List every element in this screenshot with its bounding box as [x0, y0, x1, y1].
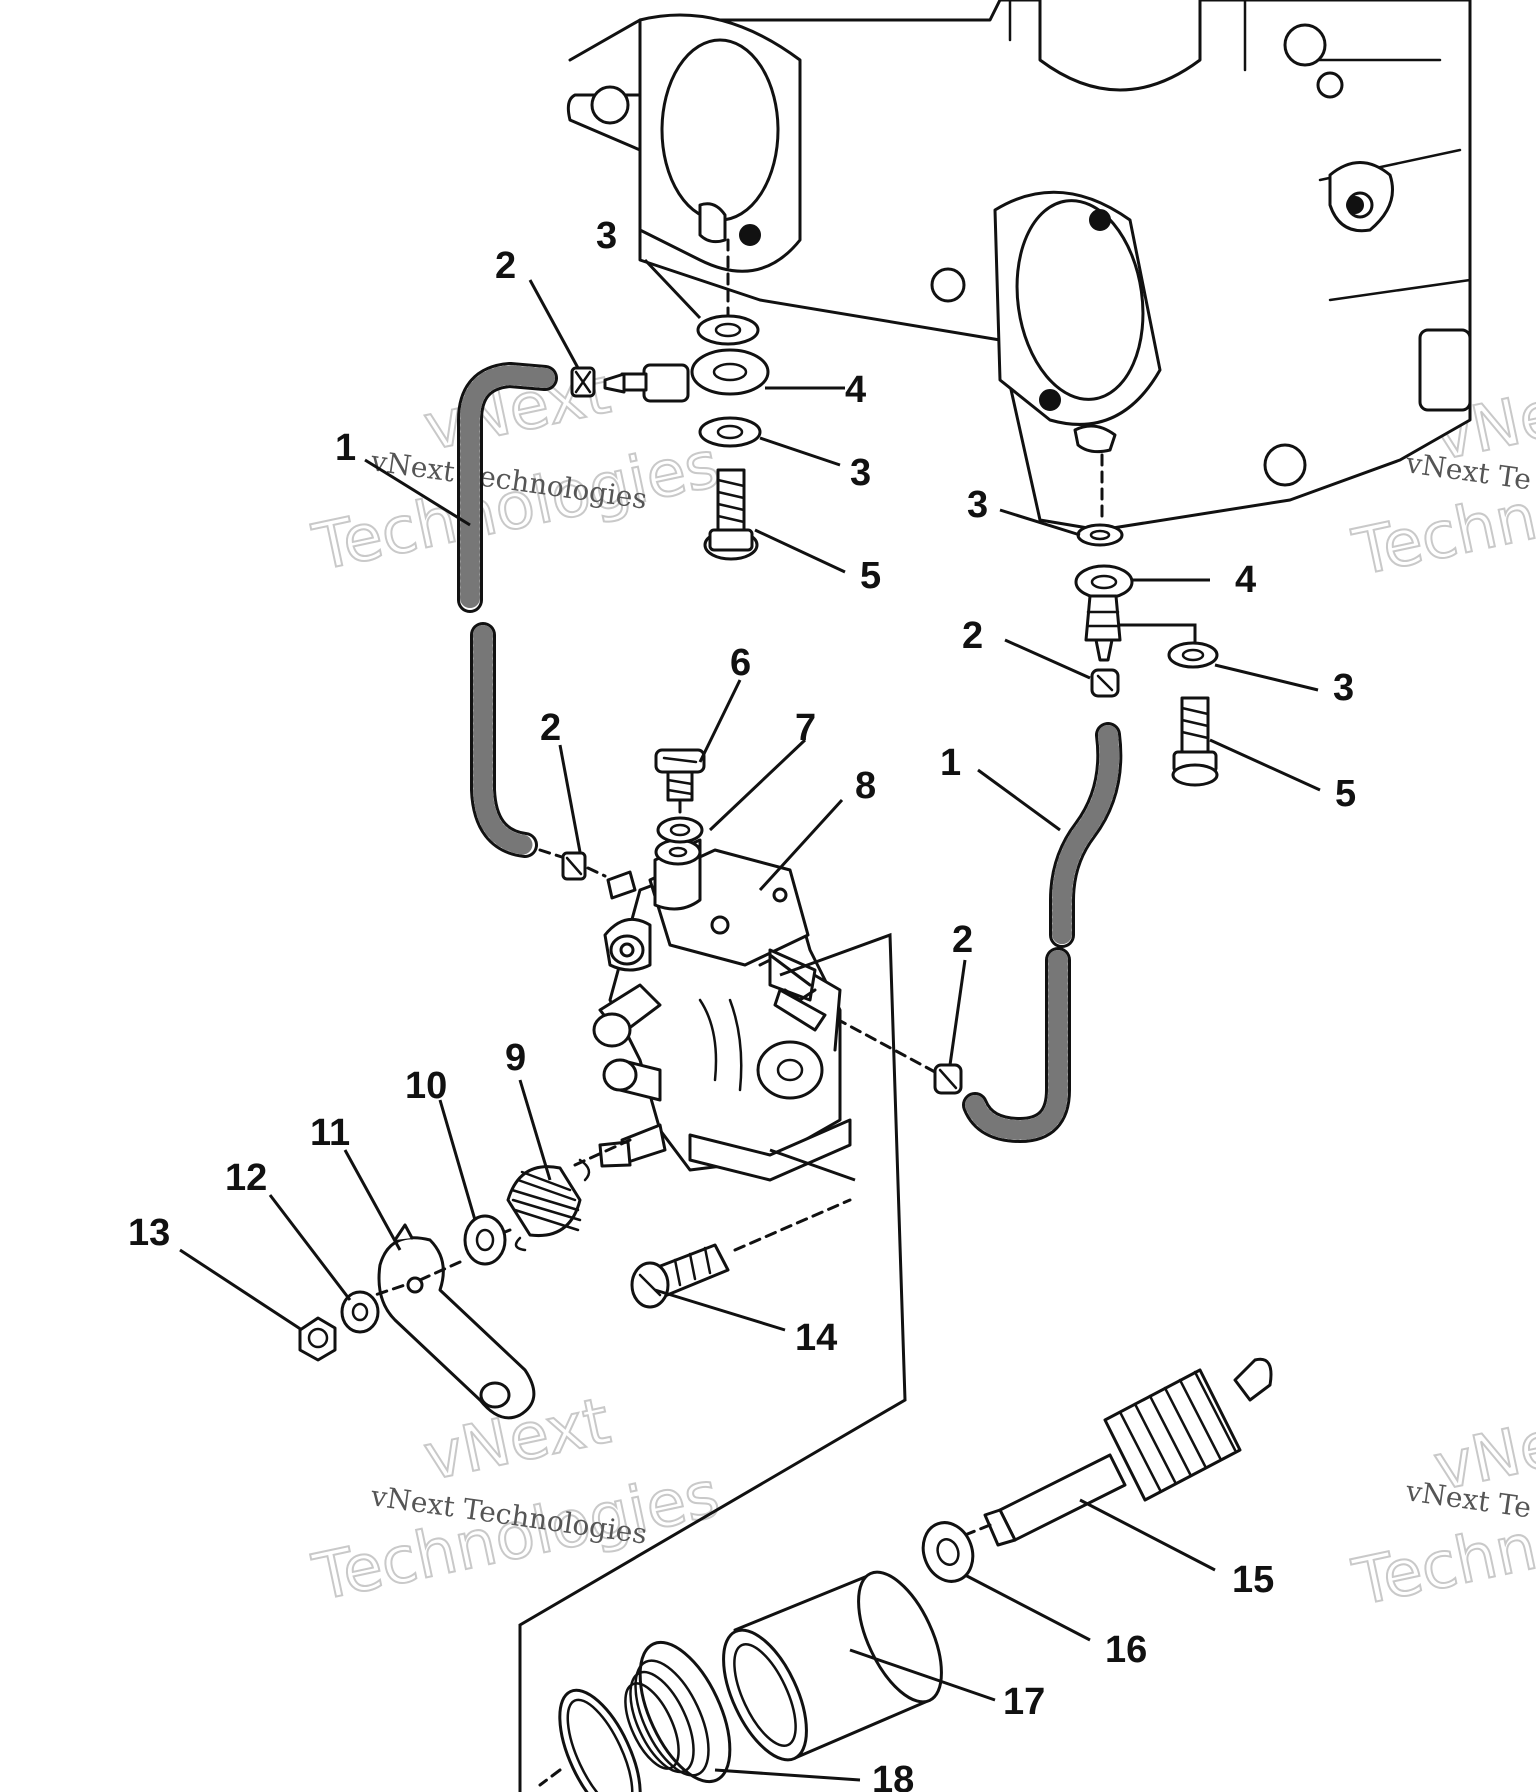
callout-18: 18: [872, 1759, 914, 1792]
engine-cylinder: [566, 0, 1472, 532]
callout-2-right-pump: 2: [952, 919, 973, 961]
right-hose-upper: [1049, 722, 1123, 948]
clamp-2-upper-right: [1090, 668, 1120, 698]
pump-lever-11: [343, 1223, 536, 1420]
watermark-line2: Technologies: [307, 428, 726, 586]
pump-screw-6: [654, 748, 706, 802]
seal-18: [624, 1640, 732, 1784]
callout-16: 16: [1105, 1629, 1147, 1671]
callout-12: 12: [225, 1157, 267, 1199]
o-ring: [538, 1688, 642, 1792]
banjo-bolt-5-left: [703, 468, 759, 561]
callout-4-left: 4: [845, 369, 866, 411]
watermark-line2: Technologies: [307, 1458, 726, 1616]
right-banjo-assembly: [1074, 453, 1219, 787]
callout-3-top-left: 3: [596, 215, 617, 257]
callout-6: 6: [730, 642, 751, 684]
callout-8: 8: [855, 765, 876, 807]
callout-3-mid-right: 3: [967, 484, 988, 526]
callout-14: 14: [795, 1317, 837, 1359]
watermark-edge-line2: Techn: [1347, 1510, 1536, 1621]
callout-2-upper-right: 2: [962, 615, 983, 657]
banjo-fitting-4-right: [1074, 564, 1134, 662]
washer-3-lower-left: [698, 416, 762, 448]
callout-7: 7: [795, 707, 816, 749]
callout-labels: 1 1 2 2 2 2 3 3 3 3 4 4 5 5 6 7 8 9 10 1…: [128, 215, 1356, 1792]
washer-7: [656, 816, 704, 844]
washer-10: [463, 1214, 512, 1266]
callout-3-right: 3: [1333, 667, 1354, 709]
washer-16: [921, 1521, 975, 1583]
screw-14: [630, 1198, 852, 1309]
sleeve-17: [722, 1570, 943, 1762]
callout-5-left: 5: [860, 555, 881, 597]
oil-pump-body: [592, 838, 852, 1182]
callout-5-right: 5: [1335, 773, 1356, 815]
banjo-fitting-4-left: [642, 363, 690, 403]
lock-washer-12: [340, 1290, 380, 1334]
washer-3-upper-left: [696, 314, 760, 346]
callout-4-right: 4: [1235, 559, 1256, 601]
drive-shaft-15: [963, 1357, 1273, 1547]
callout-1-left: 1: [335, 427, 356, 469]
callout-2-upper-left: 2: [495, 245, 516, 287]
left-banjo-assembly: [570, 238, 770, 561]
washer-3-right: [1167, 641, 1219, 669]
callout-10: 10: [405, 1065, 447, 1107]
clamp-2-right-pump: [933, 1063, 963, 1095]
right-hose-lower: [818, 947, 1071, 1143]
clamp-2-left-pump: [561, 851, 587, 881]
callout-3-mid-left: 3: [850, 452, 871, 494]
spring-9: [506, 1138, 632, 1252]
callout-9: 9: [505, 1037, 526, 1079]
washer-3-upper-right: [1076, 523, 1124, 547]
callout-11: 11: [310, 1112, 350, 1154]
watermark-edge-line2: Techn: [1347, 480, 1536, 591]
callout-13: 13: [128, 1212, 170, 1254]
nut-13: [298, 1316, 337, 1362]
left-hose-upper: [457, 362, 558, 613]
assembly-bracket: [518, 932, 907, 1792]
callout-17: 17: [1003, 1681, 1045, 1723]
callout-15: 15: [1232, 1559, 1274, 1601]
leader-lines: [179, 258, 1321, 1782]
banjo-bolt-5-right: [1171, 696, 1219, 787]
callout-1-right: 1: [940, 742, 961, 784]
callout-2-left-pump: 2: [540, 707, 561, 749]
left-hose-lower: [470, 622, 607, 881]
watermark-group: vNext Technologies vNext Technologies vN…: [306, 353, 1536, 1621]
